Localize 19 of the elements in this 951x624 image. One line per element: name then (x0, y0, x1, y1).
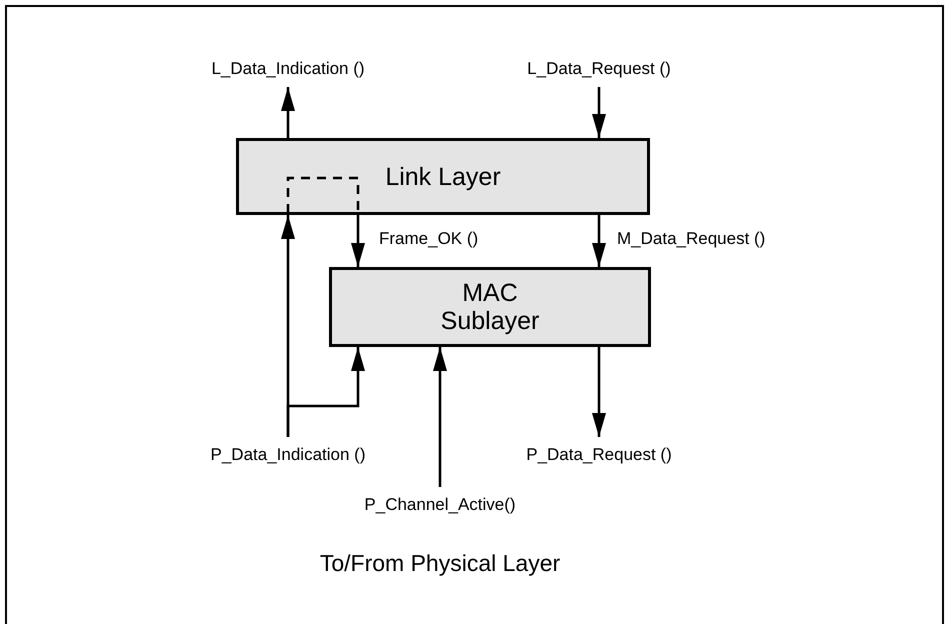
primitive-label: P_Channel_Active() (364, 495, 516, 515)
arrow (592, 87, 606, 138)
arrow (433, 347, 447, 487)
arrow (281, 87, 295, 138)
primitive-label: P_Data_Indication () (210, 445, 366, 465)
primitive-label: L_Data_Request () (527, 59, 671, 79)
edge-label: Frame_OK () (379, 229, 478, 249)
edge-label: M_Data_Request () (617, 229, 766, 249)
arrow (592, 215, 606, 267)
footer-note: To/From Physical Layer (320, 550, 560, 576)
layer-box (329, 267, 651, 347)
layer-name: Link Layer (384, 162, 502, 190)
arrow (592, 347, 606, 437)
primitive-label: P_Data_Request () (526, 445, 672, 465)
layer-box (236, 138, 650, 215)
arrow (351, 215, 365, 267)
layer-name: MAC Sublayer (440, 279, 540, 335)
arrow (286, 347, 365, 437)
primitive-label: L_Data_Indication () (211, 59, 365, 79)
